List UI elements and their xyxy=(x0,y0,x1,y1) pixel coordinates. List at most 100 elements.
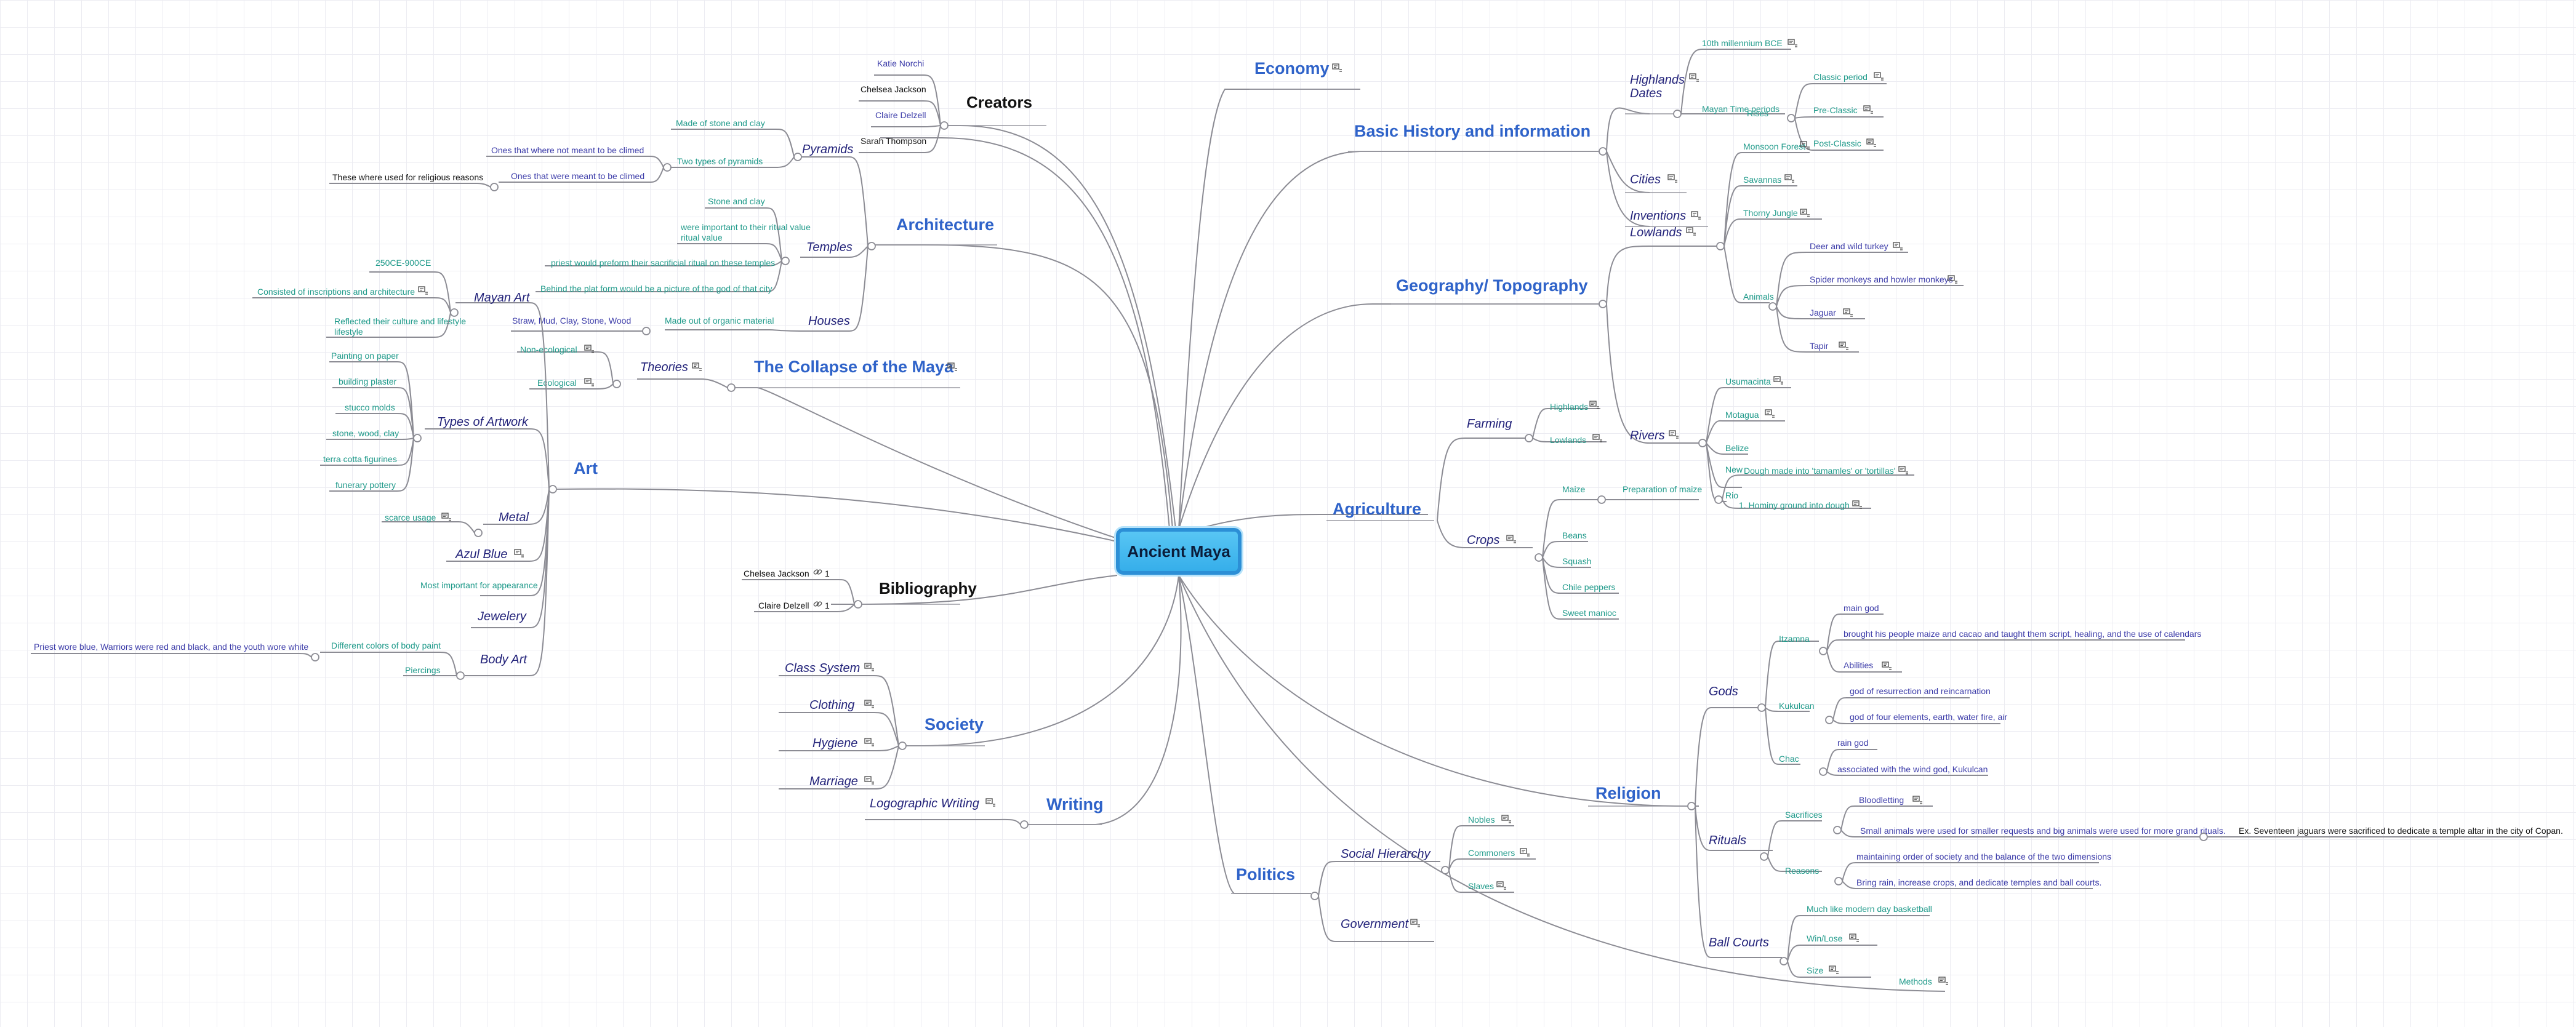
note-icon[interactable] xyxy=(1874,72,1884,81)
marriage: Marriage xyxy=(809,775,858,788)
link-icon[interactable] xyxy=(813,569,823,575)
motagua: Motagua xyxy=(1725,410,1759,420)
savannas: Savannas xyxy=(1743,175,1781,185)
note-icon[interactable] xyxy=(864,776,875,785)
note-icon[interactable] xyxy=(1520,848,1530,857)
note-icon[interactable] xyxy=(864,738,875,746)
topic-geography[interactable]: Geography/ Topography Lowlands Monsoon F… xyxy=(1391,141,1964,502)
topic-society-label: Society xyxy=(925,715,984,733)
topic-creators-label: Creators xyxy=(966,93,1032,111)
topic-society[interactable]: Society Class System Clothing Hygiene Ma… xyxy=(779,661,985,789)
religious-reasons: These where used for religious reasons xyxy=(332,172,483,182)
note-icon[interactable] xyxy=(1866,138,1877,147)
sweet-manioc: Sweet manioc xyxy=(1562,608,1616,618)
topic-agriculture[interactable]: Agriculture Farming Highlands Lowlands C… xyxy=(1326,401,1914,620)
body-paint: Different colors of body paint xyxy=(331,641,441,650)
note-icon[interactable] xyxy=(1332,63,1342,72)
note-icon[interactable] xyxy=(1784,174,1795,183)
body-art-label: Body Art xyxy=(480,653,528,666)
topic-basic-history-label: Basic History and information xyxy=(1354,122,1591,140)
note-icon[interactable] xyxy=(1898,466,1909,474)
note-icon[interactable] xyxy=(1893,242,1903,250)
squash: Squash xyxy=(1562,556,1591,566)
central-topic-label: Ancient Maya xyxy=(1127,541,1230,561)
terra-cotta: terra cotta figurines xyxy=(323,454,397,464)
clothing: Clothing xyxy=(809,698,854,712)
topic-creators[interactable]: Creators Katie Norchi Chelsea Jackson Cl… xyxy=(859,58,1046,153)
bib-claire: Claire Delzell xyxy=(758,601,809,610)
note-icon[interactable] xyxy=(1863,105,1874,114)
topic-geography-label: Geography/ Topography xyxy=(1396,276,1588,295)
note-icon[interactable] xyxy=(1686,227,1696,236)
note-icon[interactable] xyxy=(864,700,875,708)
usumacinta: Usumacinta xyxy=(1725,377,1771,386)
note-icon[interactable] xyxy=(441,513,452,521)
note-icon[interactable] xyxy=(418,286,428,295)
rises-label: Rises xyxy=(1747,108,1768,118)
note-icon[interactable] xyxy=(1800,209,1810,217)
note-icon[interactable] xyxy=(1839,342,1849,350)
note-icon[interactable] xyxy=(1849,933,1860,942)
topic-religion[interactable]: Religion Gods Itzamna main god brought h… xyxy=(1588,603,2563,986)
organic-material: Made out of organic material xyxy=(665,316,774,326)
bloodletting: Bloodletting xyxy=(1859,795,1904,805)
topic-religion-label: Religion xyxy=(1595,784,1661,802)
deer-turkey: Deer and wild turkey xyxy=(1810,241,1888,251)
animals: Animals xyxy=(1743,292,1774,302)
note-icon[interactable] xyxy=(985,798,996,807)
topic-basic-history[interactable]: Basic History and information Highlands … xyxy=(1348,38,1887,227)
topic-architecture[interactable]: Architecture Pyramids Made of stone and … xyxy=(329,118,997,335)
note-icon[interactable] xyxy=(1882,661,1892,670)
important-ritual-2: ritual value xyxy=(681,233,723,242)
note-icon[interactable] xyxy=(1788,39,1798,47)
topic-writing[interactable]: Writing Logographic Writing xyxy=(865,795,1103,829)
central-connectors xyxy=(556,89,1946,992)
note-icon[interactable] xyxy=(1506,535,1517,543)
note-icon[interactable] xyxy=(584,378,595,386)
funerary-pottery: funerary pottery xyxy=(335,480,396,490)
topic-economy[interactable]: Economy xyxy=(1250,59,1360,90)
farm-lowlands: Lowlands xyxy=(1550,435,1586,445)
note-icon[interactable] xyxy=(1501,815,1512,823)
pyramids-label: Pyramids xyxy=(802,143,853,156)
priest-ritual: priest would preform their sacrificial r… xyxy=(551,258,775,268)
note-icon[interactable] xyxy=(1938,977,1949,985)
straw-mud-clay: Straw, Mud, Clay, Stone, Wood xyxy=(512,316,631,326)
note-icon[interactable] xyxy=(1765,409,1775,418)
topic-bibliography[interactable]: Bibliography Chelsea Jackson 1 Claire De… xyxy=(742,569,977,612)
belize: Belize xyxy=(1725,443,1749,453)
post-classic: Post-Classic xyxy=(1813,138,1861,148)
note-icon[interactable] xyxy=(1592,434,1603,442)
chile-peppers: Chile peppers xyxy=(1562,582,1615,592)
note-icon[interactable] xyxy=(1667,174,1678,183)
link-icon[interactable] xyxy=(813,601,823,607)
abilities: Abilities xyxy=(1844,660,1873,670)
topic-collapse[interactable]: The Collapse of the Maya Theories Non-ec… xyxy=(517,345,960,392)
note-icon[interactable] xyxy=(1912,796,1923,804)
government-label: Government xyxy=(1341,917,1409,931)
central-topic[interactable]: Ancient Maya xyxy=(1116,528,1242,575)
note-icon[interactable] xyxy=(1829,965,1839,974)
note-icon[interactable] xyxy=(1589,401,1600,409)
new-river: New xyxy=(1725,465,1743,474)
lowlands-label: Lowlands xyxy=(1630,226,1682,239)
note-icon[interactable] xyxy=(1852,500,1863,509)
note-icon[interactable] xyxy=(864,663,875,671)
note-icon[interactable] xyxy=(1410,919,1421,927)
topic-politics[interactable]: Politics Social Hierarchy Nobles Commone… xyxy=(1231,815,1536,942)
link-count-2: 1 xyxy=(825,601,830,610)
note-icon[interactable] xyxy=(1773,376,1784,385)
topic-agriculture-label: Agriculture xyxy=(1333,500,1421,518)
farm-highlands: Highlands xyxy=(1550,402,1588,412)
note-icon[interactable] xyxy=(1689,73,1699,82)
topic-art[interactable]: Art Mayan Art 250CE-900CE Consisted of i… xyxy=(31,258,616,680)
note-icon[interactable] xyxy=(1669,430,1679,439)
note-icon[interactable] xyxy=(1691,211,1701,220)
note-icon[interactable] xyxy=(514,549,524,557)
note-icon[interactable] xyxy=(1496,881,1507,890)
azul-blue-label: Azul Blue xyxy=(455,548,508,561)
note-icon[interactable] xyxy=(692,362,702,371)
topic-art-label: Art xyxy=(574,459,598,478)
note-icon[interactable] xyxy=(1843,308,1853,317)
